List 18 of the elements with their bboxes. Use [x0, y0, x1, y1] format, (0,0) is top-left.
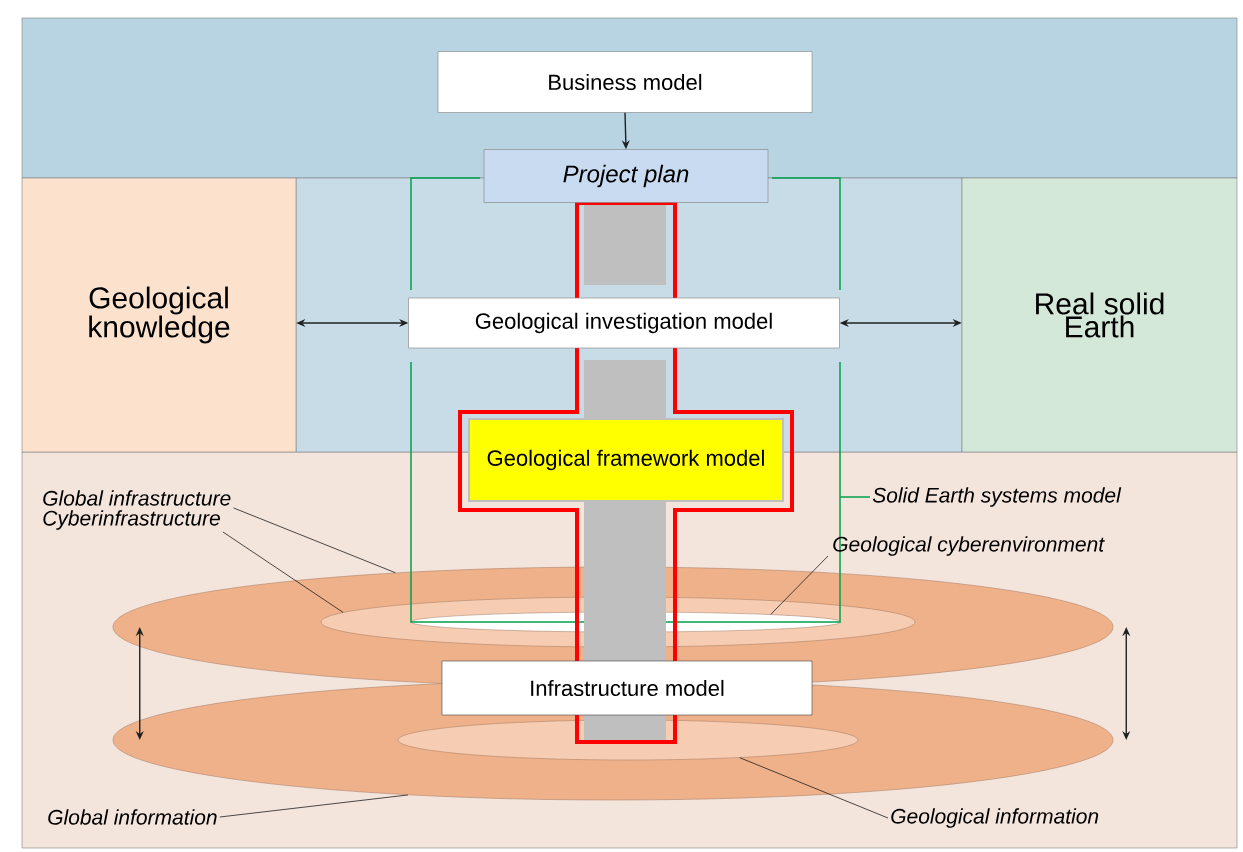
model-box: Business model — [437, 51, 813, 113]
earth-panel: Real solid Earth — [961, 177, 1238, 453]
callout-label: Geological information — [891, 808, 1099, 828]
plan-box: Project plan — [483, 149, 769, 203]
leader-line — [233, 507, 396, 574]
leader-line — [219, 794, 409, 818]
leader-line — [839, 496, 871, 498]
framework-box: Geological framework model — [470, 420, 782, 500]
leader-line — [770, 555, 829, 615]
leader-line — [222, 531, 344, 613]
model-box: Infrastructure model — [441, 660, 813, 716]
model-box: Geological investigation model — [408, 297, 840, 349]
callout-label: Solid Earth systems model — [872, 487, 1122, 507]
callout-label: Global information — [48, 809, 217, 825]
leader-line — [739, 757, 889, 819]
callout-label: Global infrastructure — [43, 490, 231, 506]
knowledge-panel: Geological knowledge — [21, 177, 297, 453]
callout-label: Cyberinfrastructure — [43, 510, 220, 530]
